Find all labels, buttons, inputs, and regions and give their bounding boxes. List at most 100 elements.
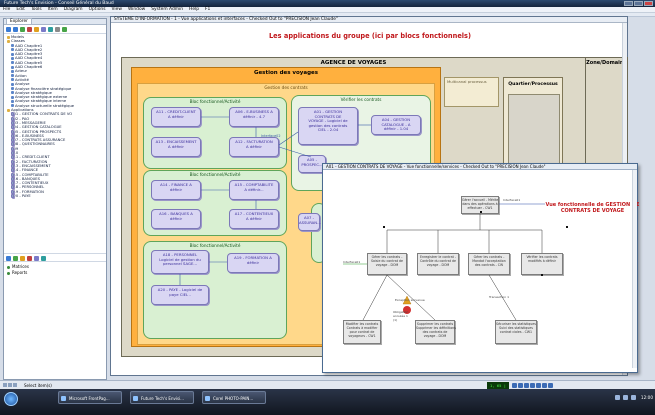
tree-item[interactable]: AAD Chapitre2	[4, 48, 106, 52]
tree-item[interactable]: A08 - QUESTIONNAIRES	[4, 142, 106, 147]
tree-item[interactable]: A13 - ENCAISSEMENT	[4, 163, 106, 168]
tree-item[interactable]: AAD Chapitre4	[4, 56, 106, 60]
func-box-c1[interactable]: Modifier les contrats Contrats à modifie…	[343, 320, 381, 344]
menu-view[interactable]: View	[111, 7, 122, 12]
remove-icon[interactable]	[27, 256, 32, 261]
close-button[interactable]	[644, 1, 653, 6]
func-box-b2[interactable]: Enregistrer le contrat - Contrôle du con…	[417, 253, 459, 275]
nav-first-icon[interactable]	[512, 383, 517, 388]
forward-icon[interactable]	[13, 27, 18, 32]
tree-item[interactable]: Analyse	[4, 82, 106, 86]
tree-item[interactable]: A20 - PAYE	[4, 193, 106, 198]
tree-item[interactable]: AAD Chapitre6	[4, 65, 106, 69]
tree-item[interactable]: A10	[4, 151, 106, 156]
nav-prev-icon[interactable]	[518, 383, 523, 388]
app-a18[interactable]: A18 - PERSONNEL Logiciel de gestion du p…	[151, 250, 209, 274]
tree-item[interactable]: Applications	[4, 108, 106, 112]
bloc-multicanal[interactable]: Multicanal processus	[444, 77, 499, 107]
tree-item[interactable]: Models	[4, 35, 106, 39]
taskbar-item-frontpage[interactable]: Microsoft FrontPag...	[58, 391, 122, 404]
search-icon[interactable]	[55, 27, 60, 32]
app-a06[interactable]: A06 - E-BUSINESS A définir - 4.7	[229, 107, 279, 127]
app-a04[interactable]: A04 - GESTION CATALOGUE - A définir - 1.…	[371, 115, 421, 135]
folder-icon[interactable]	[34, 27, 39, 32]
func-box-b1[interactable]: Gérer les contrats - Saisie du contrat d…	[367, 253, 407, 275]
menu-system-admin[interactable]: System Admin	[151, 7, 184, 12]
tree-item[interactable]: A09	[4, 146, 106, 151]
bloc-quartier-processus[interactable]: Quartier/Processus	[503, 77, 563, 169]
maximize-button[interactable]	[634, 1, 643, 6]
app-a11[interactable]: A11 - CREDIT-CLIENT A définir	[151, 107, 201, 127]
fit-icon[interactable]	[13, 383, 17, 387]
func-box-c3[interactable]: Sécuriser les statistiques Suivi des sta…	[495, 320, 537, 344]
tree-item[interactable]: A02 - PAO	[4, 116, 106, 121]
tree-item[interactable]: A01 - GESTION CONTRATS DE VO	[4, 112, 106, 117]
shield-icon[interactable]	[630, 395, 636, 400]
menu-file[interactable]: File	[3, 7, 11, 12]
sync-icon[interactable]	[41, 256, 46, 261]
tree-item[interactable]: Activité	[4, 78, 106, 82]
tree-item[interactable]: Analyse financière stratégique	[4, 87, 106, 91]
menu-diagram[interactable]: Diagram	[63, 7, 83, 12]
tree-item[interactable]: AAD Chapitre5	[4, 61, 106, 65]
tree-item[interactable]: Classes	[4, 39, 106, 43]
clock[interactable]: 12:00	[640, 395, 653, 400]
nav-next-icon[interactable]	[524, 383, 529, 388]
menu-options[interactable]: Options	[88, 7, 106, 12]
tree-item-reports[interactable]: Reports	[7, 270, 103, 276]
app-a16[interactable]: A16 - BANQUES A définir	[151, 209, 201, 229]
tree-item[interactable]: A18 - PERSONNEL	[4, 185, 106, 190]
tree-item[interactable]: A05 - GESTION PROSPECTS	[4, 129, 106, 134]
menu-help[interactable]: Help	[189, 7, 200, 12]
minimize-button[interactable]	[624, 1, 633, 6]
tree-item[interactable]: A16 - BANQUES	[4, 176, 106, 181]
open-icon[interactable]	[20, 256, 25, 261]
export-icon[interactable]	[542, 383, 547, 388]
back-icon[interactable]	[6, 27, 11, 32]
tree-item[interactable]: Action	[4, 74, 106, 78]
filter-icon[interactable]	[34, 256, 39, 261]
app-a20[interactable]: A20 - PAYE - Logiciel de paye CIEL -	[151, 285, 209, 305]
tree-item[interactable]: A11 - CREDIT-CLIENT	[4, 155, 106, 160]
tree-item[interactable]: A06 - E-BUSINESS	[4, 133, 106, 138]
nav-back-icon[interactable]	[6, 256, 11, 261]
volume-icon[interactable]	[622, 395, 628, 400]
refresh-icon[interactable]	[48, 27, 53, 32]
add-icon[interactable]	[20, 27, 25, 32]
start-button[interactable]	[4, 392, 18, 406]
menu-edit[interactable]: Edit	[16, 7, 25, 12]
app-a14[interactable]: A14 - FINANCE A définir	[151, 180, 201, 200]
explorer-tab[interactable]: Explorer	[6, 18, 32, 24]
tree-item[interactable]: A12 - FACTURATION	[4, 159, 106, 164]
zoom-in-icon[interactable]	[3, 383, 7, 387]
func-box-c2[interactable]: Supprimer les contrats Supprimer les déf…	[415, 320, 456, 344]
tree-item[interactable]: Analyse stratégique externe	[4, 95, 106, 99]
tree-item-matrices[interactable]: Matrices	[7, 264, 103, 270]
delete-icon[interactable]	[27, 27, 32, 32]
tree-item[interactable]: Analyse stratégique	[4, 91, 106, 95]
app-a17[interactable]: A17 - CONTENTIEUX A définir	[229, 209, 279, 229]
tree-item[interactable]: AAD Chapitre1	[4, 44, 106, 48]
taskbar-item-corel[interactable]: Corel PHOTO-PAIN...	[202, 391, 266, 404]
zoom-out-icon[interactable]	[8, 383, 12, 387]
tree-item[interactable]: A04 - GESTION CATALOGUE	[4, 125, 106, 130]
tree-item[interactable]: Analyse structurelle stratégique	[4, 104, 106, 108]
app-a12[interactable]: A12 - FACTURATION A définir	[229, 137, 279, 157]
func-box-b3[interactable]: Gérer les contrats - Mandat l'acceptatio…	[468, 253, 510, 275]
app-a15[interactable]: A15 - COMPTABILITE A définir...	[229, 180, 279, 200]
tree-item[interactable]: A03 - MESSAGERIE	[4, 120, 106, 125]
app-a19[interactable]: A19 - FORMATION A définir	[227, 253, 279, 273]
app-a07[interactable]: A07 - ASSURAN...	[298, 213, 321, 231]
tree-item[interactable]: Analyse stratégique interne	[4, 99, 106, 103]
settings-icon[interactable]	[548, 383, 553, 388]
nav-last-icon[interactable]	[530, 383, 535, 388]
tree-item[interactable]: AAD Chapitre3	[4, 52, 106, 56]
functional-view-scrollbar[interactable]	[632, 170, 637, 368]
nav-forward-icon[interactable]	[13, 256, 18, 261]
app-a01[interactable]: A01 - GESTION CONTRATS DE VOYAGE - Logic…	[298, 107, 358, 145]
tree-item[interactable]: A19 - FORMATION	[4, 189, 106, 194]
up-icon[interactable]	[62, 27, 67, 32]
menu-f1[interactable]: F1	[205, 7, 211, 12]
network-icon[interactable]	[614, 395, 620, 400]
menu-item[interactable]: Item	[47, 7, 58, 12]
